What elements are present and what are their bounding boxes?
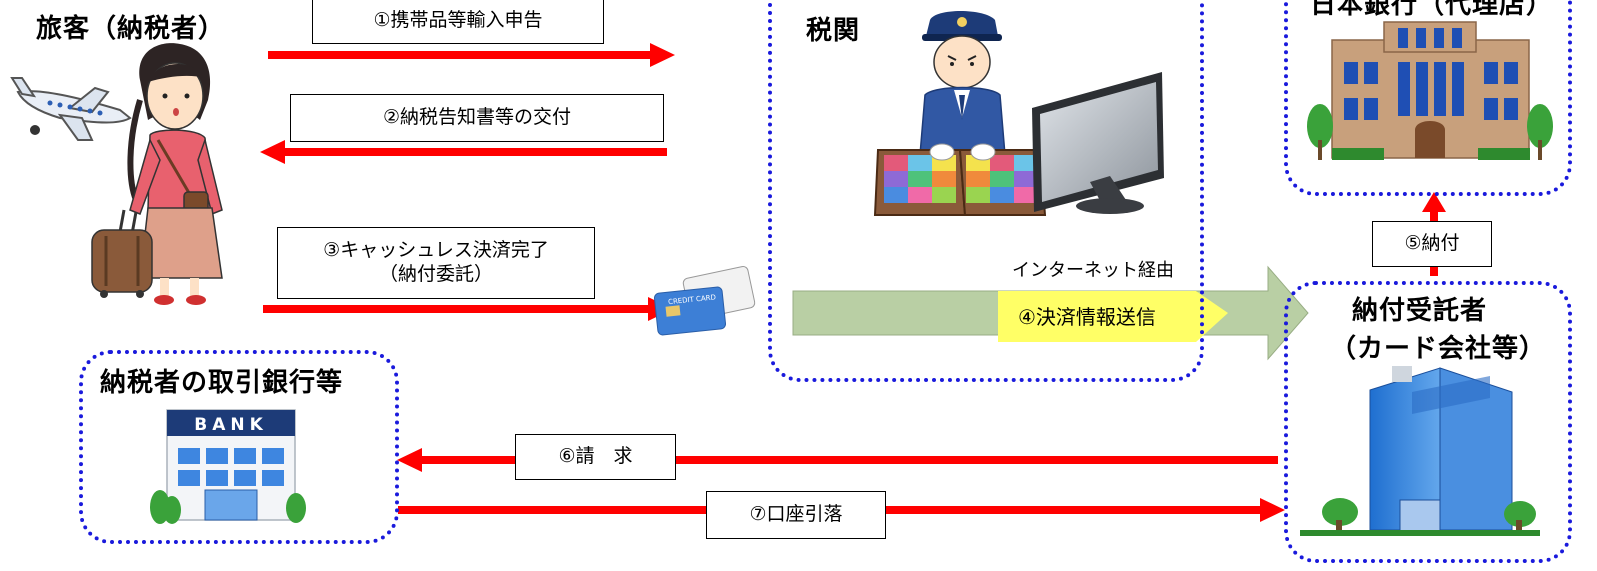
step-2-label: ②納税告知書等の交付 <box>290 94 664 142</box>
arrow-cashless-payment <box>263 297 673 321</box>
airplane-icon <box>10 77 132 141</box>
bank-of-japan-building-icon <box>1307 21 1553 160</box>
step-6-label: ⑥請 求 <box>515 434 676 480</box>
trustee-heading-line2: （カード会社等） <box>1330 334 1547 364</box>
bank-building-icon: BANK <box>150 409 306 524</box>
step-1-text: ①携帯品等輸入申告 <box>373 9 543 32</box>
step-5-label: ⑤納付 <box>1372 221 1492 267</box>
arrow-declaration <box>268 43 675 67</box>
step-7-label: ⑦口座引落 <box>706 491 886 539</box>
boj-container <box>1284 0 1572 196</box>
step-4-note: インターネット経由 <box>1012 260 1174 281</box>
step-3-label: ③キャッシュレス決済完了 （納付委託） <box>277 227 595 299</box>
step-5-text: ⑤納付 <box>1404 232 1460 255</box>
credit-card-icon: CREDIT CARD <box>653 266 756 336</box>
trustee-heading-line1: 納付受託者 <box>1352 296 1488 326</box>
traveler-person-icon <box>91 43 223 305</box>
customs-officer-icon <box>873 11 1047 216</box>
boj-heading: 日本銀行（代理店） <box>1310 0 1554 20</box>
step-6-text: ⑥請 求 <box>558 445 633 468</box>
step-4-text: ④決済情報送信 <box>1018 305 1156 329</box>
customs-container <box>768 0 1204 382</box>
customs-heading: 税関 <box>806 16 861 46</box>
arrow-billing <box>397 448 1278 472</box>
step-2-text: ②納税告知書等の交付 <box>382 106 572 129</box>
arrow-tax-notice <box>260 140 667 164</box>
computer-monitor-icon <box>1032 72 1164 214</box>
traveler-heading: 旅客（納税者） <box>36 14 226 44</box>
step-3-text-line2: （納付委託） <box>378 263 493 285</box>
bank-sign: BANK <box>194 415 268 435</box>
step-1-label: ①携帯品等輸入申告 <box>312 0 604 44</box>
trustee-container <box>1284 281 1572 563</box>
arrow-payment-info <box>792 265 1309 361</box>
office-tower-icon <box>1300 366 1540 536</box>
taxpayer-bank-heading: 納税者の取引銀行等 <box>100 368 344 398</box>
taxpayer-bank-container <box>79 350 399 544</box>
step-7-text: ⑦口座引落 <box>749 503 843 526</box>
step-3-text-line1: ③キャッシュレス決済完了 <box>323 239 549 262</box>
